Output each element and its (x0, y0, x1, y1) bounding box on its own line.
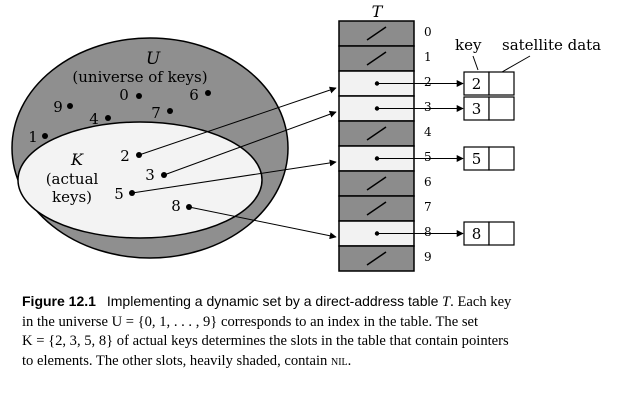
table-slot-1: 1 (338, 45, 432, 72)
universe-key-7-label: 7 (151, 104, 161, 122)
element-satellite-box (488, 146, 515, 171)
element-key-value: 3 (472, 100, 482, 118)
element-5: 5 (463, 146, 515, 171)
element-key-value: 8 (472, 225, 482, 243)
table-slot-5: 5 (338, 145, 464, 172)
actual-key-3-label: 3 (145, 166, 155, 184)
table-slot-index: 9 (424, 250, 432, 264)
universe-key-1: 1 (28, 128, 48, 146)
element-satellite-header: satellite data (502, 36, 601, 54)
element-key-header: key (455, 36, 482, 54)
element-8: 8 (463, 221, 515, 246)
table-slot-index: 2 (424, 75, 432, 89)
nil-slash (366, 201, 387, 216)
universe-key-0-label: 0 (119, 86, 129, 104)
actual-key-2-label: 2 (120, 147, 130, 165)
table-slot-index: 4 (424, 125, 432, 139)
caption-line-3: K = {2, 3, 5, 8} of actual keys determin… (22, 333, 509, 349)
caption-line-1-rest: . Each key (450, 294, 512, 310)
universe-key-7-dot (167, 108, 173, 114)
universe-sublabel: (universe of keys) (72, 68, 207, 86)
table-slot-2: 2 (338, 70, 464, 97)
arrow-key-5-to-slot-5 (131, 159, 337, 194)
caption-line-2: in the universe U = {0, 1, . . . , 9} co… (22, 313, 479, 330)
universe-key-6-label: 6 (189, 86, 199, 104)
satellite-header-pointer (501, 55, 531, 73)
element-3: 3 (463, 96, 515, 121)
element-key-value: 2 (472, 75, 482, 93)
caption-figure-number: Figure 12.1 (22, 293, 96, 309)
element-satellite-box (488, 71, 515, 96)
actual-keys-sublabel-line1: (actual (46, 170, 99, 188)
universe-key-7: 7 (151, 104, 173, 122)
figure-caption: Figure 12.1 Implementing a dynamic set b… (22, 292, 622, 371)
caption-line-4: to elements. The other slots, heavily sh… (22, 352, 622, 372)
table-slot-9: 9 (338, 245, 432, 272)
direct-address-table: 0 1 2 3 4 5 6 7 8 9 (338, 20, 464, 272)
table-slot-7: 7 (338, 195, 432, 222)
caption-nil: nil (330, 352, 348, 369)
element-satellite-box (488, 221, 515, 246)
universe-key-9: 9 (53, 98, 73, 116)
table-slot-8: 8 (338, 220, 464, 247)
table-slot-index: 6 (424, 175, 432, 189)
element-key-value: 5 (472, 150, 482, 168)
table-slot-index: 0 (424, 25, 432, 39)
table-slot-index: 5 (424, 150, 432, 164)
nil-slash (366, 251, 387, 266)
nil-slash (366, 26, 387, 41)
table-slot-0: 0 (338, 20, 432, 47)
caption-line-1: Figure 12.1 Implementing a dynamic set b… (22, 292, 622, 313)
universe-key-1-dot (42, 133, 48, 139)
arrow-key-3-to-slot-3 (163, 110, 337, 176)
caption-line-4-pre: to elements. The other slots, heavily sh… (22, 352, 331, 369)
nil-slash (366, 126, 387, 141)
universe-key-4-label: 4 (89, 110, 99, 128)
element-2: 2 (463, 71, 515, 96)
table-slot-index: 8 (424, 225, 432, 239)
table-slot-index: 7 (424, 200, 432, 214)
universe-key-1-label: 1 (28, 128, 38, 146)
universe-key-9-dot (67, 103, 73, 109)
actual-key-5-label: 5 (114, 185, 124, 203)
caption-title: Implementing a dynamic set by a direct-a… (106, 293, 439, 309)
universe-key-4-dot (105, 115, 111, 121)
table-label: T (372, 2, 384, 21)
arrow-key-8-to-slot-8 (188, 206, 337, 240)
universe-key-6: 6 (189, 86, 211, 104)
direct-address-table-diagram: U (universe of keys) K (actual keys) 0 1… (11, 2, 601, 272)
table-slot-3: 3 (338, 95, 464, 122)
actual-keys-sublabel-line2: keys) (52, 188, 92, 206)
universe-key-0-dot (136, 93, 142, 99)
nil-slash (366, 51, 387, 66)
universe-key-9-label: 9 (53, 98, 63, 116)
element-satellite-box (488, 96, 515, 121)
table-slot-4: 4 (338, 120, 432, 147)
element-list: 2 3 5 8 (463, 71, 515, 246)
caption-line-4-post: . (347, 352, 352, 369)
actual-key-8-label: 8 (171, 197, 181, 215)
table-slot-6: 6 (338, 170, 432, 197)
key-header-pointer (472, 55, 479, 71)
actual-keys-label: K (70, 150, 84, 169)
caption-title-var: T (442, 294, 451, 310)
universe-key-6-dot (205, 90, 211, 96)
nil-slash (366, 176, 387, 191)
universe-key-4: 4 (89, 110, 111, 128)
universe-key-0: 0 (119, 86, 142, 104)
universe-label: U (146, 49, 161, 69)
table-slot-index: 3 (424, 100, 432, 114)
arrow-key-2-to-slot-2 (138, 86, 337, 156)
table-slot-index: 1 (424, 50, 432, 64)
